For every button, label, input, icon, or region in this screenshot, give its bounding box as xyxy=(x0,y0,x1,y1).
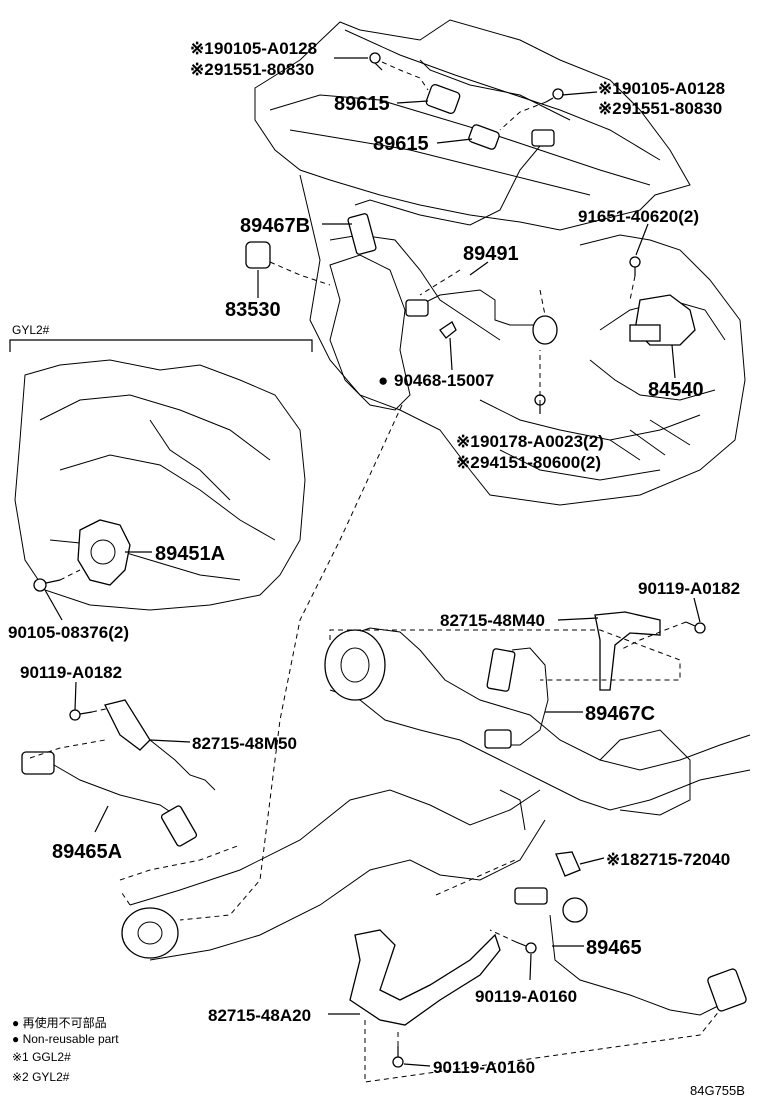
bolt-icon-90119-left xyxy=(69,709,93,721)
sensor-89465a-shape xyxy=(21,751,198,847)
reference-dashed-lines xyxy=(29,61,721,1083)
variant-label-gyl2: GYL2# xyxy=(12,323,50,337)
bolt-icon-top-right xyxy=(545,88,564,103)
note1-mark-bottom: ※1 xyxy=(456,432,480,451)
diagram-code: 84G755B xyxy=(690,1083,745,1098)
label-clip-90468[interactable]: 90468-15007 xyxy=(394,371,494,390)
label-bracket-48m50[interactable]: 82715-48M50 xyxy=(192,734,297,753)
label-sensor-89467b[interactable]: 89467B xyxy=(240,215,310,237)
sensor-89615-a-shape xyxy=(425,84,461,114)
bolt-icon-a0160-lower xyxy=(392,1046,404,1068)
label-sensor-89465a[interactable]: 89465A xyxy=(52,841,122,863)
gyl2-transaxle-illustration xyxy=(9,339,313,611)
sensor-83530-shape xyxy=(245,241,271,269)
label-bolt-top-left-1[interactable]: 90105-A0128 xyxy=(214,39,317,58)
legend: ● 再使用不可部品 ● Non-reusable part ※1 GGL2# ※… xyxy=(12,1015,119,1084)
clamp-72040-shape xyxy=(555,851,581,877)
label-bracket-48m40[interactable]: 82715-48M40 xyxy=(440,611,545,630)
note2-mark-bottom: ※2 xyxy=(456,453,480,472)
label-bolt-90105-08376[interactable]: 90105-08376(2) xyxy=(8,623,129,642)
note1-mark-clamp: ※1 xyxy=(606,850,630,869)
bolt-icon-90105-08376 xyxy=(33,578,61,592)
label-sensor-89615-b[interactable]: 89615 xyxy=(373,133,429,155)
label-bolt-90119-left[interactable]: 90119-A0182 xyxy=(20,663,122,682)
sensor-89467c-shape xyxy=(484,647,549,749)
note1-mark-tr: ※1 xyxy=(598,79,622,98)
switch-84540-shape xyxy=(629,294,696,346)
clip-icon-90468 xyxy=(439,321,457,339)
bracket-48a20-illustration xyxy=(349,929,501,1026)
label-sensor-89491[interactable]: 89491 xyxy=(463,243,519,265)
sensor-89465-shape xyxy=(514,887,747,1016)
label-bracket-48a20[interactable]: 82715-48A20 xyxy=(208,1006,311,1025)
label-sensor-89467c[interactable]: 89467C xyxy=(585,703,655,725)
sensor-89491-shape xyxy=(405,289,558,345)
label-bolt-a0160-upper[interactable]: 90119-A0160 xyxy=(475,987,577,1006)
label-bolt-top-right-1[interactable]: 90105-A0128 xyxy=(622,79,725,98)
label-switch-84540[interactable]: 84540 xyxy=(648,379,704,401)
bracket-48m40-illustration xyxy=(594,611,661,691)
label-bolt-a0160-lower[interactable]: 90119-A0160 xyxy=(433,1058,535,1077)
label-bolt-top-right-2[interactable]: 91551-80830 xyxy=(622,99,722,118)
note2-mark-tr: ※2 xyxy=(598,99,622,118)
note1-mark-tl: ※1 xyxy=(190,39,214,58)
legend-line-4: ※2 GYL2# xyxy=(12,1070,70,1084)
label-bolt-90119-right[interactable]: 90119-A0182 xyxy=(638,579,740,598)
sensor-89467b-shape xyxy=(347,129,555,255)
label-sensor-89465[interactable]: 89465 xyxy=(586,937,642,959)
bracket-48m50-illustration xyxy=(104,699,216,791)
switch-89451a-shape xyxy=(77,519,131,586)
bolt-icon-a0160-upper xyxy=(515,941,537,954)
bolt-icon-91651 xyxy=(629,256,641,276)
note2-mark-tl: ※2 xyxy=(190,60,214,79)
label-switch-89451a[interactable]: 89451A xyxy=(155,543,225,565)
bullet-mark-clip: ● xyxy=(378,371,388,390)
bolt-icon-top-left xyxy=(369,52,383,71)
sensor-89615-b-shape xyxy=(468,124,500,150)
legend-line-2: ● Non-reusable part xyxy=(12,1032,119,1046)
exhaust-pipe-illustration xyxy=(121,627,751,961)
leader-lines xyxy=(44,57,701,1067)
label-sensor-83530[interactable]: 83530 xyxy=(225,299,281,321)
label-bolt-bottom-1[interactable]: 90178-A0023(2) xyxy=(480,432,604,451)
legend-line-1: ● 再使用不可部品 xyxy=(12,1015,107,1030)
label-clamp-72040[interactable]: 82715-72040 xyxy=(630,850,730,869)
bolt-icon-90119-right xyxy=(685,621,706,634)
label-bolt-top-left-2[interactable]: 91551-80830 xyxy=(214,60,314,79)
label-bolt-91651[interactable]: 91651-40620(2) xyxy=(578,207,699,226)
label-sensor-89615-a[interactable]: 89615 xyxy=(334,93,390,115)
legend-line-3: ※1 GGL2# xyxy=(12,1050,71,1064)
label-bolt-bottom-2[interactable]: 94151-80600(2) xyxy=(480,453,601,472)
engine-illustration xyxy=(254,19,746,506)
